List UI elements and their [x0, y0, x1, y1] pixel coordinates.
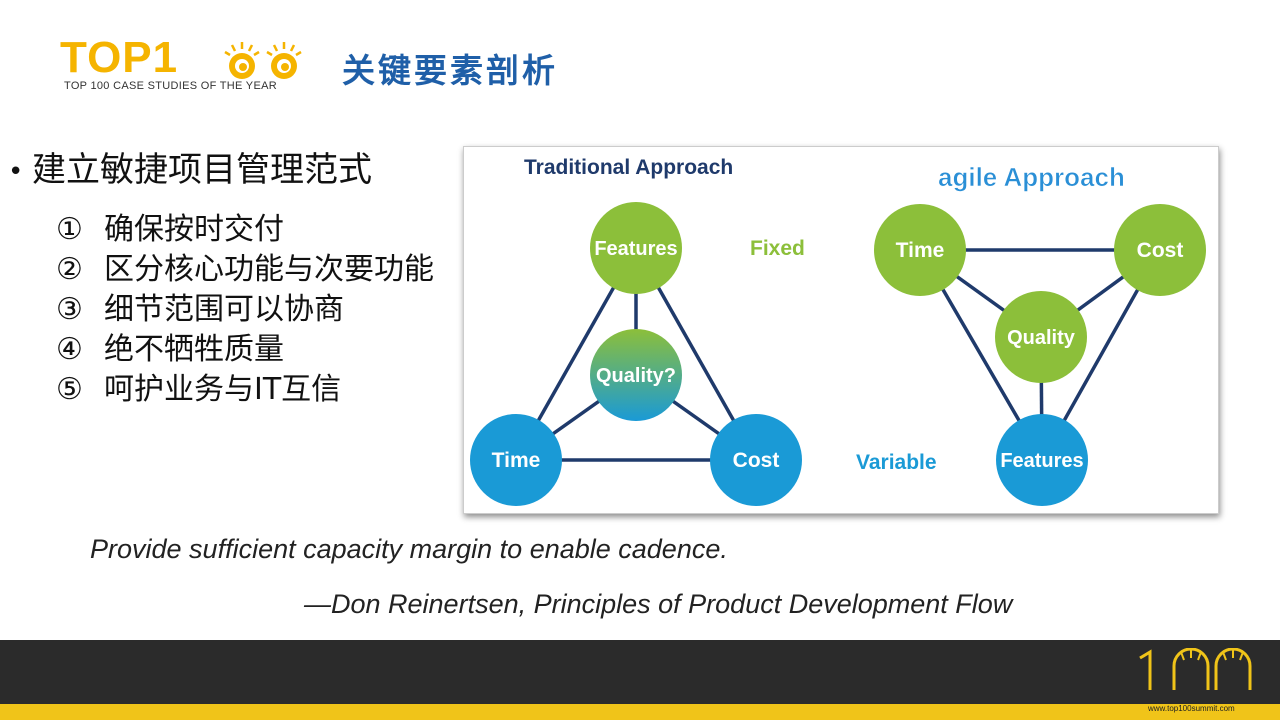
- agile-features-label: Features: [1000, 450, 1083, 472]
- traditional-quality-label: Quality?: [596, 365, 676, 387]
- quote-text: Provide sufficient capacity margin to en…: [90, 534, 728, 564]
- point-text: 区分核心功能与次要功能: [104, 252, 434, 287]
- top100-logo: TOP1 TOP 100 CASE STUDIES OF THE YEAR: [60, 36, 320, 96]
- point-number: ⑤: [56, 372, 83, 407]
- traditional-quality-node: [590, 329, 682, 421]
- point-number: ②: [56, 252, 83, 287]
- bullet-icon: •: [8, 156, 24, 187]
- logo-text: TOP1: [60, 33, 179, 82]
- footer-url: www.top100summit.com: [1148, 704, 1235, 713]
- agile-cost-label: Cost: [1137, 239, 1184, 262]
- agile-features-node: [996, 414, 1088, 506]
- section-heading: • 建立敏捷项目管理范式: [8, 142, 372, 191]
- point-text: 确保按时交付: [104, 212, 284, 247]
- footer-bar: [0, 640, 1280, 704]
- point-number: ④: [56, 332, 83, 367]
- key-points-list: ① 确保按时交付 ② 区分核心功能与次要功能 ③ 细节范围可以协商 ④ 绝不牺牲质量 ⑤…: [56, 210, 434, 410]
- agile-approach-title: agile Approach: [938, 162, 1125, 192]
- list-item: ① 确保按时交付: [56, 210, 434, 250]
- variable-label: Variable: [856, 451, 937, 474]
- traditional-features-node: [590, 202, 682, 294]
- heading-text: 建立敏捷项目管理范式: [32, 150, 372, 190]
- list-item: ② 区分核心功能与次要功能: [56, 250, 434, 290]
- agile-quality-node: [995, 291, 1087, 383]
- fixed-label: Fixed: [750, 237, 805, 260]
- agile-time-node: [874, 204, 966, 296]
- traditional-time-node: [470, 414, 562, 506]
- agile-cost-node: [1114, 204, 1206, 296]
- quote-author: —Don Reinertsen, Principles of Product D…: [304, 589, 1013, 619]
- traditional-cost-node: [710, 414, 802, 506]
- point-text: 绝不牺牲质量: [104, 332, 284, 367]
- point-number: ①: [56, 212, 83, 247]
- agile-time-label: Time: [896, 239, 945, 262]
- list-item: ③ 细节范围可以协商: [56, 290, 434, 330]
- logo-eyes-icon: [224, 42, 302, 79]
- logo-subtitle: TOP 100 CASE STUDIES OF THE YEAR: [64, 80, 277, 92]
- point-text: 细节范围可以协商: [104, 292, 344, 327]
- point-number: ③: [56, 292, 83, 327]
- slide-title: 关键要素剖析: [342, 51, 558, 90]
- traditional-cost-label: Cost: [733, 449, 780, 472]
- footer-100-logo-icon: [1139, 648, 1252, 690]
- agile-quality-label: Quality: [1007, 327, 1076, 349]
- traditional-features-label: Features: [594, 238, 677, 260]
- list-item: ⑤ 呵护业务与IT互信: [56, 370, 434, 410]
- approach-diagram: Traditional Approach agile Approach Fixe…: [463, 146, 1219, 514]
- footer-stripe: [0, 704, 1280, 720]
- point-text: 呵护业务与IT互信: [104, 372, 342, 407]
- list-item: ④ 绝不牺牲质量: [56, 330, 434, 370]
- traditional-approach-title: Traditional Approach: [524, 156, 733, 179]
- traditional-time-label: Time: [492, 449, 541, 472]
